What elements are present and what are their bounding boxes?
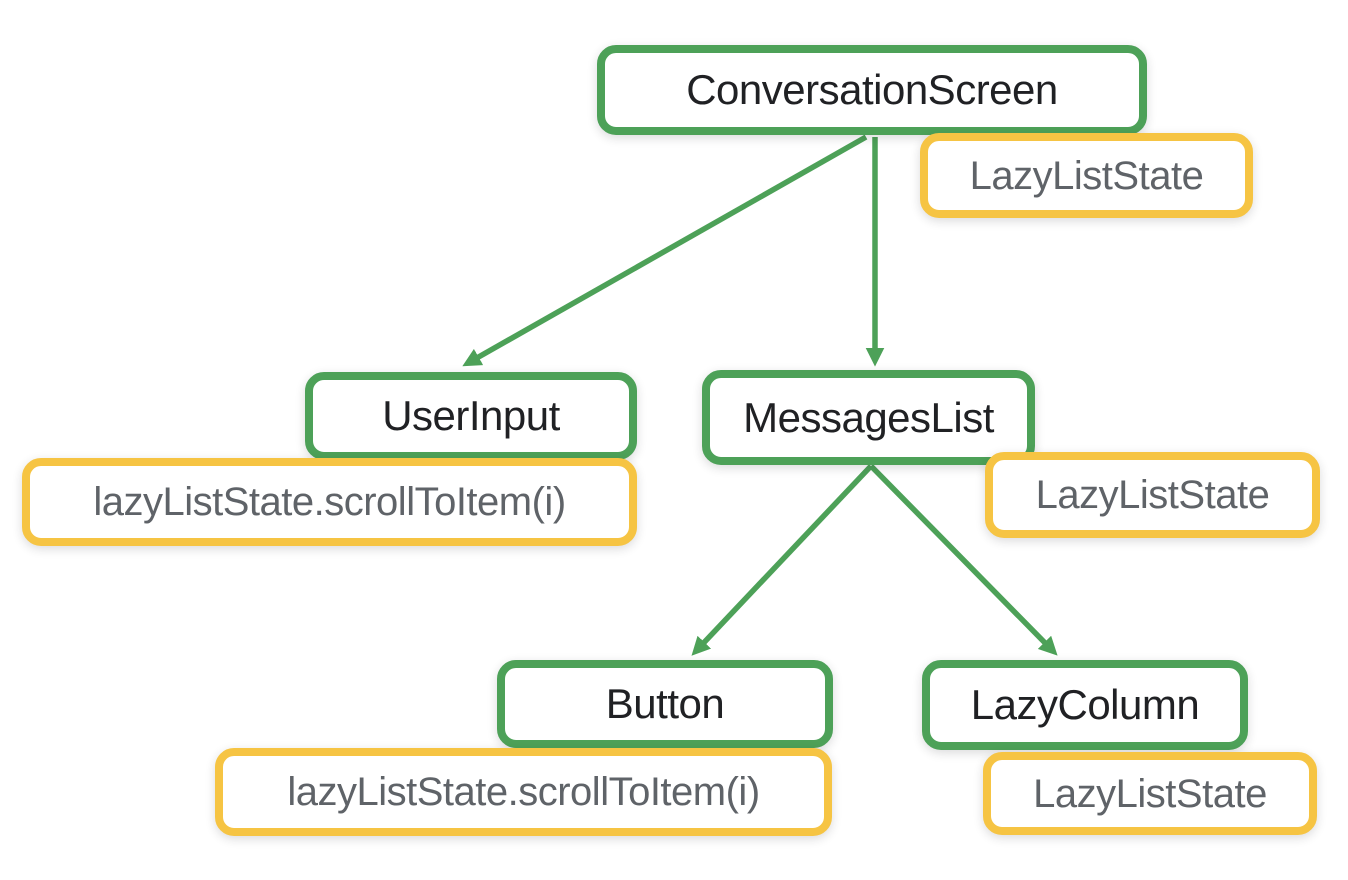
- node-button-state-label: lazyListState.scrollToItem(i): [287, 770, 760, 814]
- node-button: Button: [497, 660, 833, 748]
- edge-messageslist-lazycolumn: [869, 464, 1058, 656]
- node-lazy-column-label: LazyColumn: [970, 681, 1200, 728]
- node-lazy-column: LazyColumn: [922, 660, 1248, 750]
- node-button-state: lazyListState.scrollToItem(i): [215, 748, 832, 836]
- node-messages-list-state: LazyListState: [985, 452, 1320, 538]
- node-user-input: UserInput: [305, 372, 637, 460]
- node-messages-list-state-label: LazyListState: [1035, 473, 1270, 517]
- node-user-input-state: lazyListState.scrollToItem(i): [22, 458, 637, 546]
- node-lazy-column-state: LazyListState: [983, 752, 1317, 835]
- node-button-label: Button: [605, 680, 725, 727]
- node-lazy-column-state-label: LazyListState: [1033, 771, 1267, 816]
- node-user-input-label: UserInput: [382, 392, 560, 439]
- node-conversation-screen: ConversationScreen: [597, 45, 1147, 135]
- edge-messageslist-button: [691, 464, 873, 656]
- node-conversation-screen-state-label: LazyListState: [969, 153, 1204, 198]
- node-messages-list: MessagesList: [702, 370, 1035, 465]
- node-conversation-screen-label: ConversationScreen: [686, 66, 1058, 113]
- node-conversation-screen-state: LazyListState: [920, 133, 1253, 218]
- node-user-input-state-label: lazyListState.scrollToItem(i): [93, 480, 566, 524]
- edge-conversationscreen-userinput: [462, 134, 868, 367]
- node-messages-list-label: MessagesList: [743, 393, 994, 441]
